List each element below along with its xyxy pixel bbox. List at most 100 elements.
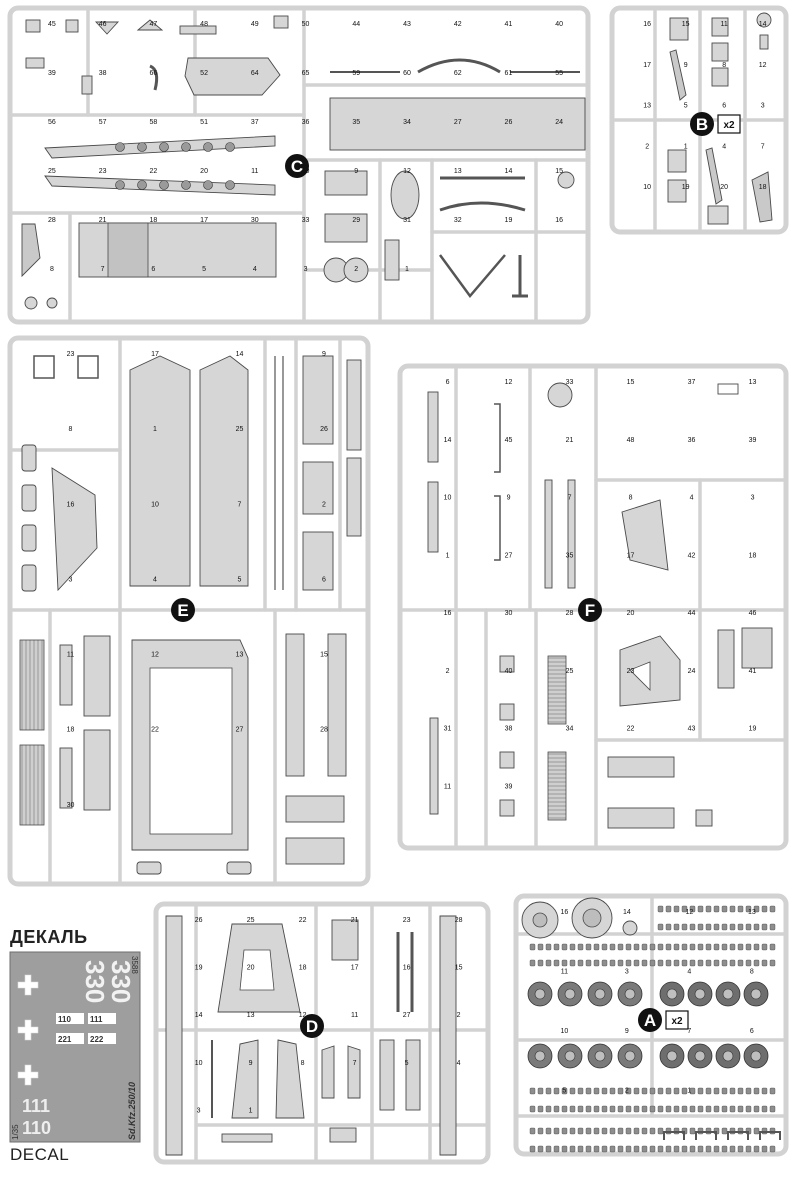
part-f39 [695, 809, 713, 827]
part-number-label: 3 [304, 266, 308, 273]
part-number-label: 61 [505, 70, 513, 77]
part-a-track-link [729, 943, 736, 951]
part-a-track-link [561, 943, 568, 951]
part-a-track-link [617, 1145, 624, 1153]
part-a-track-link [529, 943, 536, 951]
part-a-track-link [633, 1127, 640, 1135]
part-number-label: 9 [507, 495, 511, 502]
part-a-track-link [617, 943, 624, 951]
part-a-track-link [577, 1087, 584, 1095]
part-a-track-link [753, 1087, 760, 1095]
decal-vehicle-name: Sd.Kfz.250/10 [127, 1082, 137, 1140]
part-number-label: 44 [688, 610, 696, 617]
part-a-track-link [729, 1087, 736, 1095]
part-number-label: 13 [749, 379, 757, 386]
part-number-label: 65 [302, 70, 310, 77]
part-a-track-link [641, 959, 648, 967]
part-a-track-link [769, 1145, 776, 1153]
part-number-label: 50 [302, 21, 310, 28]
part-number-label: 12 [759, 62, 767, 69]
part-number-label: 39 [48, 70, 56, 77]
part-d14 [275, 1039, 305, 1119]
part-number-label: 19 [195, 965, 203, 972]
part-c27-hole [181, 142, 191, 152]
part-c30b [439, 201, 526, 212]
part-a-wheel-hub [722, 988, 734, 1000]
part-number-label: 5 [684, 103, 688, 110]
part-number-label: 55 [555, 70, 563, 77]
part-a-track-link [721, 1105, 728, 1113]
part-f46 [499, 703, 515, 721]
part-number-label: 12 [151, 652, 159, 659]
part-number-label: 4 [253, 266, 257, 273]
decal-title: ДЕКАЛЬ [10, 927, 88, 947]
part-b6b [667, 179, 687, 203]
part-a-track-link [569, 1145, 576, 1153]
part-a-track-link [721, 959, 728, 967]
part-c47 [94, 21, 120, 35]
sprue-multiplier: x2 [671, 1016, 683, 1027]
part-number-label: 23 [99, 168, 107, 175]
part-number-label: 20 [627, 610, 635, 617]
part-a-track-link [673, 1105, 680, 1113]
part-f2-cutout [629, 661, 651, 691]
part-a-track-link [625, 1145, 632, 1153]
decal-marking-large-2: 330 [80, 960, 110, 1003]
sprue-letter-b: B [696, 115, 708, 134]
part-a-track-link [705, 959, 712, 967]
part-number-label: 16 [403, 965, 411, 972]
part-number-label: 15 [555, 168, 563, 175]
part-c26-hole [225, 180, 235, 190]
part-number-label: 58 [149, 119, 157, 126]
part-a-track-link [729, 959, 736, 967]
part-number-label: 31 [403, 217, 411, 224]
part-number-label: 56 [48, 119, 56, 126]
part-a-track-link [721, 943, 728, 951]
part-a-track-link [593, 1087, 600, 1095]
part-a-track-link [553, 1087, 560, 1095]
decal-plate-number: 111 [90, 1015, 103, 1024]
part-number-label: 3 [69, 576, 73, 583]
part-d15 [231, 1039, 259, 1119]
part-number-label: 16 [560, 909, 568, 916]
part-number-label: 2 [625, 1088, 629, 1095]
part-number-label: 1 [405, 266, 409, 273]
part-number-label: 64 [251, 70, 259, 77]
part-f4 [544, 479, 553, 589]
part-number-label: 5 [562, 1088, 566, 1095]
part-number-label: 45 [505, 437, 513, 444]
part-number-label: 26 [505, 119, 513, 126]
part-number-label: 11 [351, 1012, 358, 1019]
part-a-track-link [529, 959, 536, 967]
part-number-label: 33 [302, 217, 310, 224]
part-c22-detail [107, 222, 149, 278]
part-number-label: 9 [249, 1060, 253, 1067]
part-number-label: 12 [403, 168, 411, 175]
part-a-track-link [593, 1105, 600, 1113]
part-a-track-link [641, 1127, 648, 1135]
part-a-track-link [585, 1087, 592, 1095]
part-number-label: 40 [505, 668, 513, 675]
part-c50 [273, 15, 289, 29]
part-number-label: 1 [687, 1088, 691, 1095]
part-d9 [329, 1127, 357, 1143]
part-b6 [667, 149, 687, 173]
part-a-track-link [625, 1105, 632, 1113]
part-number-label: 14 [759, 21, 767, 28]
part-e30 [83, 635, 111, 717]
part-a-track-link [609, 1145, 616, 1153]
part-a-track-link [737, 1145, 744, 1153]
part-a-track-link [745, 1105, 752, 1113]
part-number-label: 66 [149, 70, 157, 77]
part-c28 [324, 170, 368, 196]
part-a-track-link [681, 1105, 688, 1113]
part-number-label: 20 [200, 168, 208, 175]
part-number-label: 22 [151, 727, 159, 734]
part-a-track-link [745, 1087, 752, 1095]
part-a-track-link [649, 1127, 656, 1135]
part-c26-hole [203, 180, 213, 190]
